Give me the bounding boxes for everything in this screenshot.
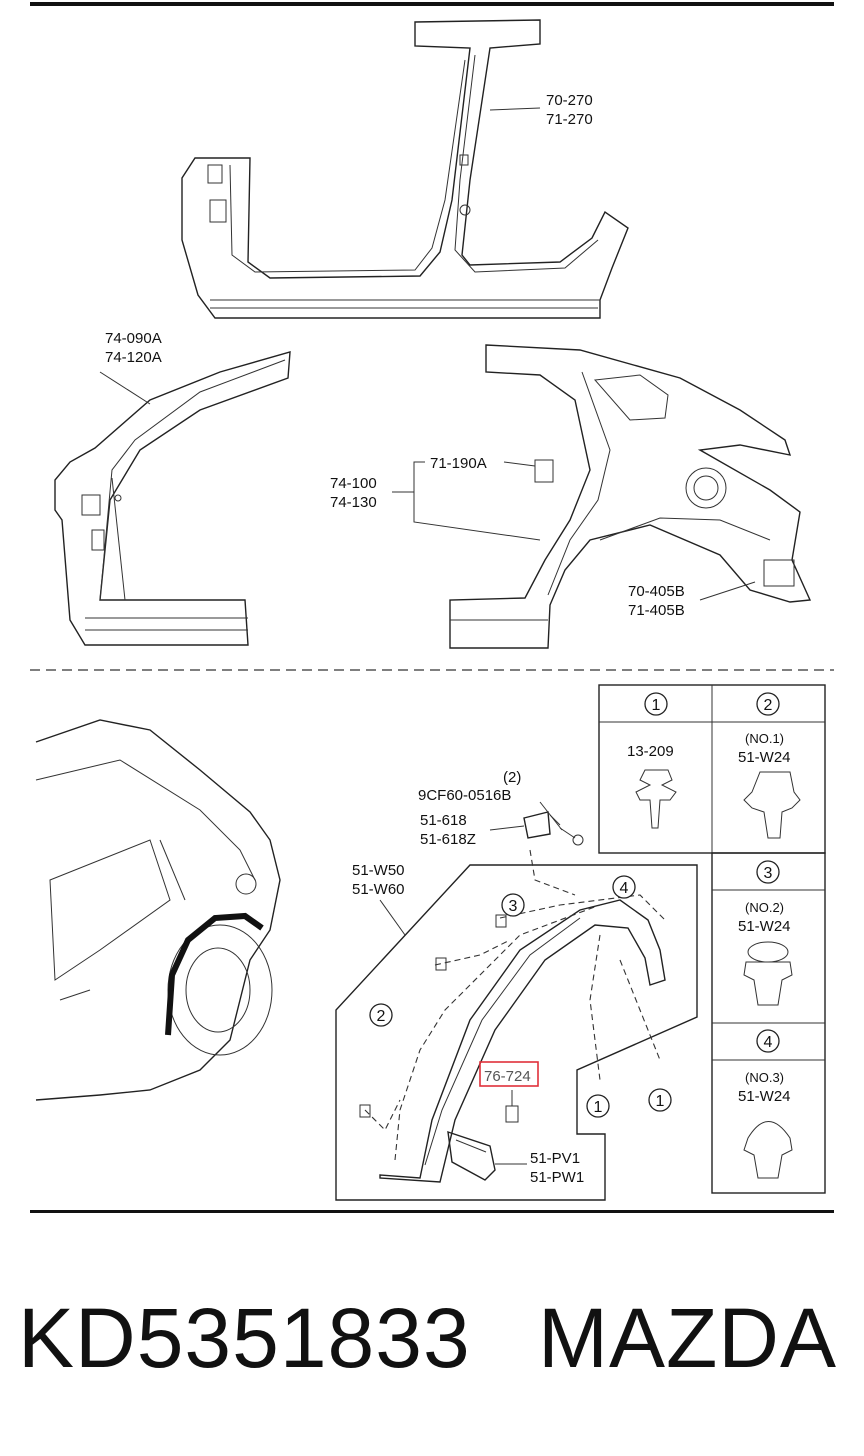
svg-text:1: 1 bbox=[652, 697, 661, 714]
label-51-PV1: 51-PV1 bbox=[530, 1150, 580, 1167]
quarter-panel-drawing bbox=[449, 344, 812, 649]
legend-item-2: 2 (NO.1) 51-W24 bbox=[738, 692, 801, 839]
bottom-border bbox=[30, 1210, 834, 1213]
legend-sub-no3: (NO.3) bbox=[745, 1070, 784, 1085]
label-51-PW1: 51-PW1 bbox=[530, 1169, 584, 1186]
top-border bbox=[30, 2, 834, 6]
legend-item-4: 4 (NO.3) 51-W24 bbox=[738, 1029, 793, 1179]
legend-sub-no2: (NO.2) bbox=[745, 900, 784, 915]
svg-text:4: 4 bbox=[620, 880, 629, 897]
legend-item-1: 1 13-209 bbox=[627, 692, 677, 829]
inner-panel-drawing bbox=[54, 351, 291, 646]
label-51-618: 51-618 bbox=[420, 812, 467, 829]
legend-part-51-W24-no2: 51-W24 bbox=[738, 918, 791, 935]
svg-text:2: 2 bbox=[764, 697, 773, 714]
callout-1-left: 1 bbox=[586, 1094, 610, 1118]
legend-table bbox=[598, 684, 826, 1194]
molding-group-frame bbox=[335, 864, 698, 1201]
label-76-724: 76-724 bbox=[484, 1068, 531, 1085]
label-71-405B: 71-405B bbox=[628, 602, 685, 619]
label-71-270: 71-270 bbox=[546, 111, 593, 128]
side-panel-drawing bbox=[181, 19, 629, 319]
legend-part-51-W24-no1: 51-W24 bbox=[738, 749, 791, 766]
label-70-270: 70-270 bbox=[546, 92, 593, 109]
label-70-405B: 70-405B bbox=[628, 583, 685, 600]
parts-diagram: 70-270 71-270 74-090A 74-120A 71-190A 74… bbox=[30, 2, 834, 1213]
svg-text:4: 4 bbox=[764, 1034, 773, 1051]
label-9CF60-0516B: 9CF60-0516B bbox=[418, 787, 511, 804]
callout-3: 3 bbox=[501, 893, 525, 917]
svg-text:1: 1 bbox=[656, 1093, 665, 1110]
legend-part-13-209: 13-209 bbox=[627, 743, 674, 760]
label-screw-qty: (2) bbox=[503, 769, 521, 786]
vehicle-view bbox=[35, 719, 281, 1101]
bracket-and-screw bbox=[523, 811, 584, 846]
label-74-100: 74-100 bbox=[330, 475, 377, 492]
svg-text:3: 3 bbox=[509, 898, 518, 915]
label-51-618Z: 51-618Z bbox=[420, 831, 476, 848]
part-number: KD5351833 bbox=[18, 1291, 471, 1385]
fastener-76-724 bbox=[505, 1105, 519, 1123]
legend-item-3: 3 (NO.2) 51-W24 bbox=[738, 860, 793, 1006]
svg-text:2: 2 bbox=[377, 1008, 386, 1025]
legend-part-51-W24-no3: 51-W24 bbox=[738, 1088, 791, 1105]
callout-1-right: 1 bbox=[648, 1088, 672, 1112]
svg-text:1: 1 bbox=[594, 1099, 603, 1116]
callout-2: 2 bbox=[369, 1003, 393, 1027]
footer-title: KD5351833 MAZDA bbox=[0, 1290, 864, 1400]
label-51-W60: 51-W60 bbox=[352, 881, 405, 898]
legend-sub-no1: (NO.1) bbox=[745, 731, 784, 746]
label-74-130: 74-130 bbox=[330, 494, 377, 511]
svg-text:3: 3 bbox=[764, 865, 773, 882]
highlight-box bbox=[479, 1061, 539, 1087]
label-51-W50: 51-W50 bbox=[352, 862, 405, 879]
callout-4: 4 bbox=[612, 875, 636, 899]
mud-flap bbox=[447, 1130, 527, 1181]
label-74-120A: 74-120A bbox=[105, 349, 162, 366]
wheel-arch-molding bbox=[359, 849, 666, 1183]
brand-name: MAZDA bbox=[538, 1291, 837, 1385]
label-71-190A: 71-190A bbox=[430, 455, 487, 472]
label-74-090A: 74-090A bbox=[105, 330, 162, 347]
